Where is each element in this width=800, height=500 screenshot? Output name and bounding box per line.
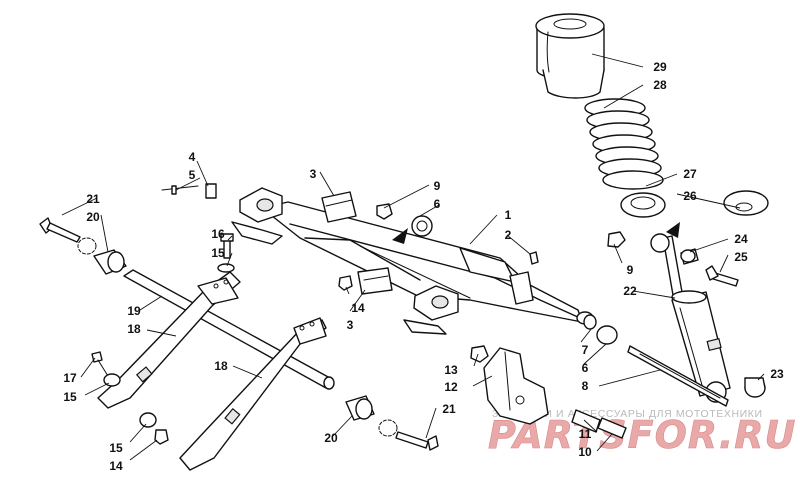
label-25: 25 bbox=[734, 250, 748, 264]
bolt-21-left bbox=[39, 217, 81, 243]
watermark-logo: PARTSFOR.RU bbox=[488, 413, 796, 457]
label-14a: 14 bbox=[351, 301, 365, 315]
slide-insert-3-upper bbox=[321, 191, 357, 223]
label-7: 7 bbox=[582, 343, 589, 357]
washer-lower bbox=[378, 419, 398, 437]
bolt-21-right bbox=[395, 431, 439, 451]
arrow-markers bbox=[392, 222, 680, 244]
watermark-caption: ЗАПЧАСТИ И АКСЕССУАРЫ ДЛЯ МОТОТЕХНИКИ bbox=[492, 408, 763, 420]
pivot-block-upper bbox=[231, 187, 283, 245]
label-13: 13 bbox=[444, 363, 458, 377]
label-17: 17 bbox=[63, 371, 77, 385]
label-24: 24 bbox=[734, 232, 748, 246]
label-20b: 20 bbox=[324, 431, 338, 445]
label-22: 22 bbox=[623, 284, 637, 298]
nut-9-right bbox=[607, 231, 626, 248]
washer-15-top bbox=[217, 263, 235, 273]
bushing-6-upper bbox=[411, 215, 433, 237]
label-21a: 21 bbox=[86, 192, 100, 206]
label-19: 19 bbox=[127, 304, 141, 318]
label-3b: 3 bbox=[347, 318, 354, 332]
label-18b: 18 bbox=[214, 359, 228, 373]
label-11: 11 bbox=[579, 427, 592, 441]
shock-bumper-29 bbox=[535, 13, 605, 99]
label-4: 4 bbox=[189, 150, 196, 164]
spring-retainer-27 bbox=[620, 192, 666, 218]
label-2: 2 bbox=[505, 228, 512, 242]
label-27: 27 bbox=[683, 167, 697, 181]
label-15a: 15 bbox=[211, 246, 225, 260]
label-28: 28 bbox=[653, 78, 667, 92]
nut-14-mid bbox=[338, 275, 353, 291]
bracket-12 bbox=[483, 347, 549, 425]
grease-fitting-2 bbox=[529, 251, 539, 265]
label-18a: 18 bbox=[127, 322, 141, 336]
label-6b: 6 bbox=[582, 361, 589, 375]
label-14b: 14 bbox=[109, 459, 123, 473]
label-29: 29 bbox=[653, 60, 667, 74]
bushing-23 bbox=[744, 377, 766, 398]
nut-9-upper bbox=[376, 203, 393, 220]
rear-arm-1 bbox=[261, 201, 594, 325]
washer-upper-left bbox=[77, 237, 97, 255]
leader-lines bbox=[61, 53, 765, 461]
label-6a: 6 bbox=[434, 197, 441, 211]
bolt-5 bbox=[161, 185, 199, 195]
label-8: 8 bbox=[582, 379, 589, 393]
label-5: 5 bbox=[189, 168, 196, 182]
nut-13 bbox=[470, 345, 489, 363]
washer-15-bottom bbox=[139, 412, 157, 428]
clip-4 bbox=[205, 183, 217, 199]
shaft-8 bbox=[627, 345, 729, 407]
label-26: 26 bbox=[683, 189, 697, 203]
bushing-20-upper bbox=[93, 249, 127, 275]
spacer-24 bbox=[680, 248, 699, 265]
slide-insert-3-lower bbox=[357, 267, 393, 295]
pivot-block-lower bbox=[403, 285, 459, 335]
bushing-20-lower bbox=[345, 395, 375, 421]
bolt-17 bbox=[91, 351, 109, 377]
bushing-11 bbox=[571, 409, 601, 433]
label-15c: 15 bbox=[109, 441, 123, 455]
label-20a: 20 bbox=[86, 210, 100, 224]
nut-14-bottom bbox=[154, 429, 169, 445]
label-16: 16 bbox=[211, 227, 225, 241]
arrow-right-marker bbox=[666, 222, 680, 238]
label-10: 10 bbox=[578, 445, 592, 459]
label-21b: 21 bbox=[442, 402, 456, 416]
label-15b: 15 bbox=[63, 390, 77, 404]
label-1: 1 bbox=[505, 208, 512, 222]
bolt-25 bbox=[705, 265, 739, 287]
shock-body-22 bbox=[650, 233, 731, 403]
bolt-10 bbox=[597, 417, 627, 439]
lower-link-18-right bbox=[179, 317, 327, 471]
label-23: 23 bbox=[770, 367, 784, 381]
part-labels: 1 2 3 3 4 5 6 6 7 8 9 9 10 11 12 13 14 1… bbox=[63, 60, 784, 473]
label-3a: 3 bbox=[310, 167, 317, 181]
watermark: ЗАПЧАСТИ И АКСЕССУАРЫ ДЛЯ МОТОТЕХНИКИ PA… bbox=[488, 408, 796, 457]
washer-7 bbox=[583, 314, 597, 330]
bushing-6-lower bbox=[596, 325, 618, 345]
arrow-left-marker bbox=[392, 228, 408, 244]
label-9a: 9 bbox=[434, 179, 441, 193]
label-9b: 9 bbox=[627, 263, 634, 277]
spring-adjuster-26 bbox=[723, 190, 769, 216]
shock-spring-28 bbox=[584, 98, 664, 190]
label-12: 12 bbox=[444, 380, 458, 394]
